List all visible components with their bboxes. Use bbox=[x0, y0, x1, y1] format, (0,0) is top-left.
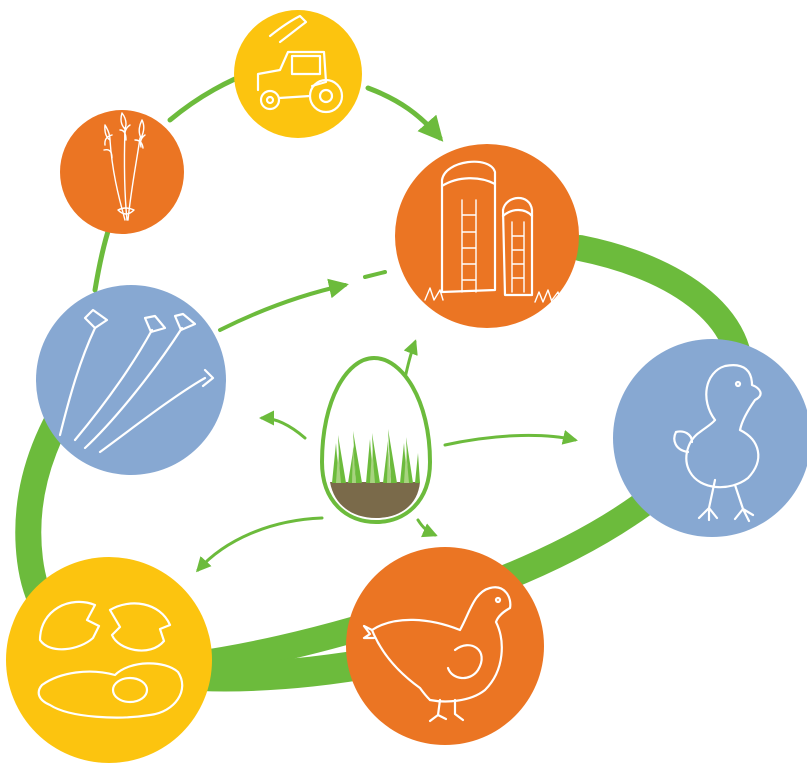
node-growth bbox=[36, 285, 226, 475]
growth-circle bbox=[36, 285, 226, 475]
silo-icon bbox=[424, 160, 561, 303]
hen-circle bbox=[346, 547, 544, 745]
node-hen bbox=[346, 547, 544, 745]
growth-arrows-icon bbox=[58, 308, 215, 454]
wheat-icon bbox=[103, 112, 146, 221]
arrow-growth-to-silos bbox=[218, 278, 349, 332]
arrow-center-to-hen bbox=[416, 518, 438, 538]
egg-soil bbox=[330, 482, 420, 518]
arrow-growth-to-wheat bbox=[92, 222, 113, 293]
egg-grass-light bbox=[336, 445, 409, 483]
center-egg bbox=[319, 355, 433, 525]
node-silos bbox=[395, 144, 579, 328]
arrow-center-to-silos bbox=[403, 339, 418, 380]
wheat-circle bbox=[60, 110, 184, 234]
node-eggs bbox=[6, 557, 212, 763]
node-chick bbox=[613, 339, 807, 537]
eggs-circle bbox=[6, 557, 212, 763]
arrow-gap-dash bbox=[363, 270, 387, 279]
node-tractor bbox=[234, 10, 362, 138]
tractor-icon bbox=[256, 14, 344, 114]
cracked-egg-icon bbox=[37, 600, 184, 719]
arrow-center-to-chick bbox=[443, 430, 578, 447]
hen-icon bbox=[362, 586, 512, 723]
chick-icon bbox=[673, 364, 762, 523]
node-wheat bbox=[60, 110, 184, 234]
arrow-center-to-growth bbox=[259, 410, 307, 440]
arrow-center-to-eggs bbox=[195, 516, 324, 573]
arrow-tractor-to-silos bbox=[365, 85, 444, 142]
